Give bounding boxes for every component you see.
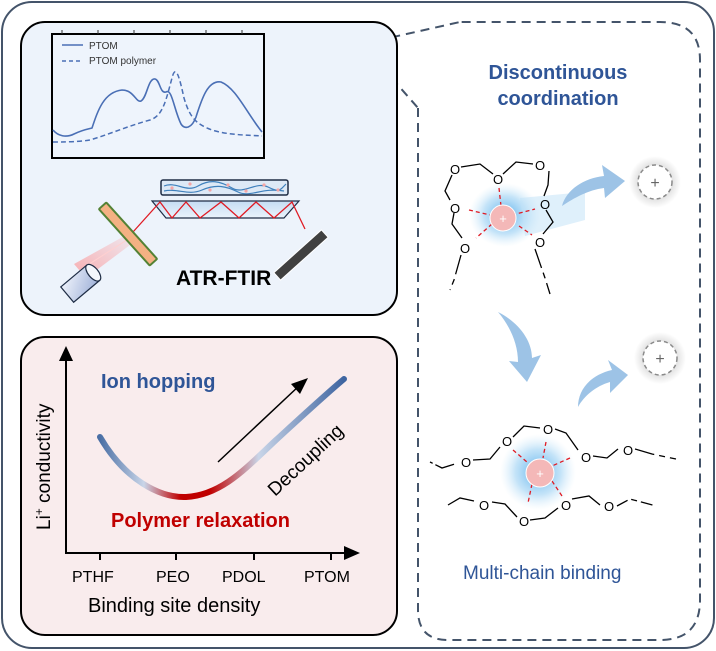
oxygen-atom: O [450, 201, 460, 216]
oxygen-atom: O [623, 443, 633, 458]
oxygen-atom: O [561, 498, 571, 513]
mechanism-title: Discontinuous coordination [448, 60, 668, 112]
multi-chain-binding-label: Multi-chain binding [463, 563, 622, 584]
legend-label-ptom-polymer: PTOM polymer [89, 56, 157, 67]
vacant-site-upper: + [629, 156, 681, 208]
hop-arrow-upper [562, 165, 625, 206]
svg-text:+: + [650, 175, 659, 192]
x-axis-arrowhead [344, 546, 360, 560]
oxygen-atom: O [540, 197, 550, 212]
oxygen-atom: O [460, 241, 470, 256]
x-tick-label-ptom: PTOM [304, 569, 350, 586]
vacant-site-lower: + [634, 332, 686, 384]
oxygen-atom: O [535, 235, 545, 250]
cation [525, 458, 555, 488]
oxygen-atom: O [604, 499, 614, 514]
multi-chain-structure: + O O O O O O O O O [429, 422, 677, 529]
oxygen-atom: O [535, 158, 545, 173]
ir-source [59, 263, 102, 304]
x-tick-label-peo: PEO [156, 569, 190, 586]
ir-beam [132, 200, 306, 233]
conductivity-axes [59, 346, 360, 560]
oxygen-atom: O [581, 450, 591, 465]
mirror [273, 229, 329, 281]
decoupling-arrowhead [291, 378, 308, 394]
mechanism-title-line2: coordination [497, 88, 619, 110]
oxygen-atom: O [543, 422, 553, 437]
oxygen-atom: O [519, 514, 529, 529]
ion-hopping-label: Ion hopping [101, 371, 216, 393]
hop-arrow-lower [578, 360, 628, 407]
spectrum-line-ptom [52, 78, 263, 137]
mechanism-title-line1: Discontinuous [488, 62, 628, 84]
svg-text:+: + [655, 351, 664, 368]
transition-arrow-down [498, 312, 541, 382]
cation [489, 204, 517, 232]
x-tick-label-pdol: PDOL [222, 569, 266, 586]
atr-ftir-label: ATR-FTIR [176, 267, 272, 290]
oxygen-atom: O [450, 162, 460, 177]
conductivity-curve [97, 376, 347, 501]
beam-splitter [98, 201, 158, 267]
legend-label-ptom: PTOM [89, 41, 118, 52]
oxygen-atom: O [461, 455, 471, 470]
x-tick-label-pthf: PTHF [72, 569, 114, 586]
spectrum-inset: PTOM PTOM polymer [51, 30, 265, 159]
cation-symbol: + [499, 211, 507, 226]
mechanism-region [417, 21, 701, 641]
polymer-relaxation-label: Polymer relaxation [111, 510, 290, 532]
y-axis-arrowhead [59, 346, 73, 361]
decoupling-arrow [217, 384, 301, 463]
svg-text:+: + [536, 466, 544, 481]
crown-structure: + O O O O O O O [444, 158, 585, 295]
x-axis-label: Binding site density [88, 595, 261, 617]
oxygen-atom: O [479, 498, 489, 513]
y-axis-label: Li+ conductivity [32, 403, 55, 530]
oxygen-atom: O [493, 172, 503, 187]
atr-optics [59, 179, 329, 304]
oxygen-atom: O [502, 434, 512, 449]
